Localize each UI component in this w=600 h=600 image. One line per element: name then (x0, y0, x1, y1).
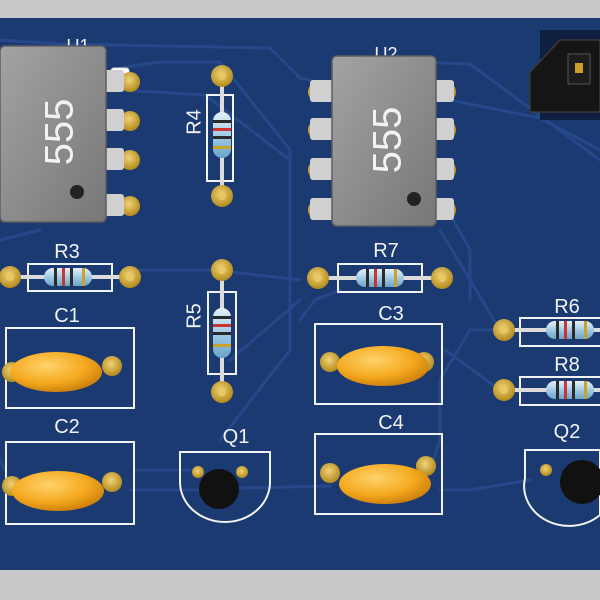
transistor-q1[interactable]: Q1 (179, 426, 271, 523)
capacitor-c1[interactable]: C1 (2, 305, 135, 409)
r3-designator: R3 (54, 241, 80, 263)
r5-designator: R5 (183, 303, 205, 329)
pcb-edge-bottom (0, 570, 600, 600)
r8-designator: R8 (554, 354, 580, 376)
u2-marking: 555 (366, 107, 410, 174)
ic-u1[interactable]: U1 555 (0, 36, 140, 223)
c4-designator: C4 (378, 412, 404, 434)
capacitor-c2[interactable]: C2 (2, 416, 135, 525)
u1-pin1-dot (70, 185, 84, 199)
r4-designator: R4 (183, 109, 205, 135)
resistor-r3[interactable]: R3 (0, 241, 141, 292)
ic-u2[interactable]: U2 555 (308, 44, 456, 227)
resistor-r6[interactable]: R6 (493, 296, 600, 347)
c1-designator: C1 (54, 305, 80, 327)
capacitor-c4[interactable]: C4 (314, 412, 443, 515)
copper-traces (0, 38, 600, 492)
q1-designator: Q1 (223, 426, 250, 448)
u1-pins (102, 70, 124, 216)
transistor-q2[interactable]: Q2 (523, 421, 600, 527)
resistor-r5[interactable]: R5 (183, 259, 237, 403)
resistor-r8[interactable]: R8 (493, 354, 600, 406)
header-connector[interactable] (529, 30, 600, 120)
r6-designator: R6 (554, 296, 580, 318)
r7-designator: R7 (373, 240, 399, 262)
u2-pin1-dot (407, 192, 421, 206)
c2-designator: C2 (54, 416, 80, 438)
resistor-r7[interactable]: R7 (307, 240, 453, 293)
resistor-r4[interactable]: R4 (183, 65, 234, 207)
u1-body (0, 45, 107, 223)
u2-body (331, 55, 437, 227)
u1-marking: 555 (38, 99, 82, 166)
capacitor-c3[interactable]: C3 (314, 303, 443, 405)
q2-designator: Q2 (554, 421, 581, 443)
c3-designator: C3 (378, 303, 404, 325)
